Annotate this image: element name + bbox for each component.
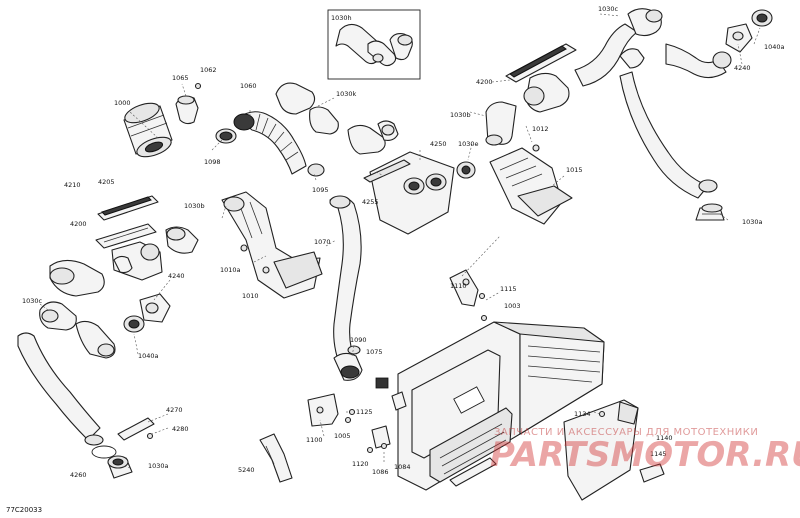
- label-1000: 1000: [114, 99, 131, 107]
- label-1030c-top: 1030c: [598, 5, 619, 13]
- label-1098: 1098: [204, 158, 221, 166]
- label-4240-left: 4240: [168, 272, 185, 280]
- airbox-housing: [375, 321, 605, 491]
- plate-4250: [363, 151, 476, 235]
- label-4250: 4250: [430, 140, 447, 148]
- label-1084: 1084: [394, 463, 411, 471]
- label-4240-top: 4240: [734, 64, 751, 72]
- brackets-left: [95, 195, 199, 281]
- label-1060: 1060: [240, 82, 257, 90]
- mount-1100: [307, 393, 391, 454]
- label-1003: 1003: [504, 302, 521, 310]
- label-1065: 1065: [172, 74, 189, 82]
- label-1062: 1062: [200, 66, 217, 74]
- bracket-4200-right: [485, 43, 577, 146]
- bellows-1060: [233, 111, 325, 177]
- label-1040a-left: 1040a: [138, 352, 159, 360]
- label-4210: 4210: [64, 181, 81, 189]
- label-1010a: 1010a: [220, 266, 241, 274]
- label-1140: 1140: [656, 434, 673, 442]
- hose-assembly-left: [17, 259, 171, 446]
- label-4255: 4255: [362, 198, 379, 206]
- label-1012: 1012: [532, 125, 549, 133]
- bracket-1110: [449, 269, 488, 322]
- outlet-hose-right: [574, 8, 773, 199]
- label-1030c-left: 1030c: [22, 297, 43, 305]
- label-1010: 1010: [242, 292, 259, 300]
- label-1095: 1095: [312, 186, 329, 194]
- label-1134: 1134: [574, 410, 591, 418]
- hose-1030k: [275, 82, 399, 155]
- label-1090: 1090: [350, 336, 367, 344]
- label-1030b-left: 1030b: [184, 202, 205, 210]
- label-4205: 4205: [98, 178, 115, 186]
- label-4280: 4280: [172, 425, 189, 433]
- hose-1070: [329, 195, 363, 381]
- label-1030b-top: 1030b: [450, 111, 471, 119]
- label-4200-top: 4200: [476, 78, 493, 86]
- intake-duct-1015: [489, 144, 725, 225]
- inset-box-1030h: [327, 9, 421, 80]
- label-1075: 1075: [366, 348, 383, 356]
- label-1005: 1005: [334, 432, 351, 440]
- label-1125: 1125: [356, 408, 373, 416]
- label-1100: 1100: [306, 436, 323, 444]
- drawing-code: 77C20033: [6, 506, 42, 514]
- clamps-bottom-left: [91, 417, 155, 479]
- label-1040a-top: 1040a: [764, 43, 785, 51]
- label-1015: 1015: [566, 166, 583, 174]
- label-1086: 1086: [372, 468, 389, 476]
- watermark-subtitle: ЗАПЧАСТИ И АКСЕССУАРЫ ДЛЯ МОТОТЕХНИКИ: [494, 427, 758, 438]
- filter-1000: [123, 82, 237, 158]
- label-1145: 1145: [650, 450, 667, 458]
- watermark: ЗАПЧАСТИ И АКСЕССУАРЫ ДЛЯ МОТОТЕХНИКИ PA…: [490, 427, 800, 475]
- bracket-5240: [259, 433, 293, 483]
- label-4200-left: 4200: [70, 220, 87, 228]
- label-1070: 1070: [314, 238, 331, 246]
- label-4260: 4260: [70, 471, 87, 479]
- panel-right-bottom: [563, 399, 665, 501]
- watermark-brand: PARTSMOTOR.RU: [490, 435, 800, 475]
- label-1030e: 1030e: [458, 140, 479, 148]
- label-5240: 5240: [238, 466, 255, 474]
- label-4270: 4270: [166, 406, 183, 414]
- label-1030a-bottom: 1030a: [148, 462, 169, 470]
- label-1030k: 1030k: [336, 90, 357, 98]
- leader-lines: [39, 13, 761, 469]
- label-1120: 1120: [352, 460, 369, 468]
- label-1030h: 1030h: [331, 14, 352, 22]
- label-1030a-right: 1030a: [742, 218, 763, 226]
- part-labels: 1030h 1030c 1040a 4240 4200 1030b 1012 1…: [6, 5, 785, 514]
- label-1110: 1110: [450, 282, 467, 290]
- duct-housing-1010: [221, 191, 323, 299]
- label-1115: 1115: [500, 285, 517, 293]
